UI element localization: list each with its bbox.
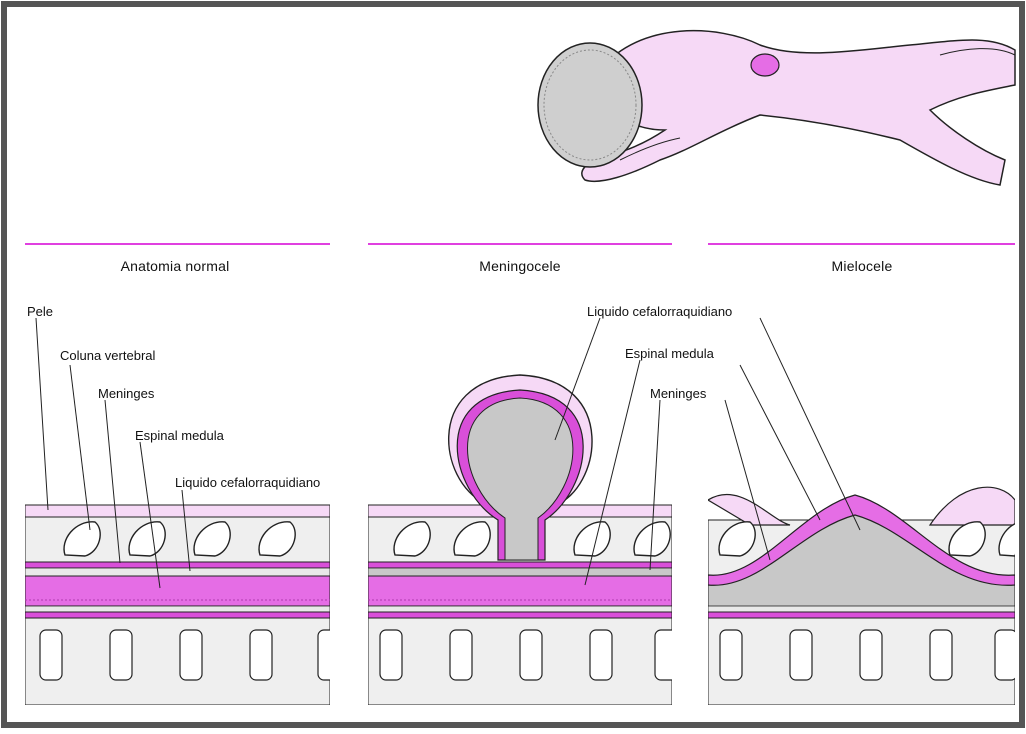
- panel-meningocele-cross-section: [368, 375, 677, 705]
- label-meninges-meningocele: Meninges: [650, 386, 706, 401]
- label-spine: Coluna vertebral: [60, 348, 155, 363]
- label-spinal-cord-meningocele: Espinal medula: [625, 346, 714, 361]
- label-csf: Liquido cefalorraquidiano: [175, 475, 320, 490]
- label-csf-meningocele: Liquido cefalorraquidiano: [587, 304, 732, 319]
- panel-title-meningocele: Meningocele: [370, 258, 670, 274]
- panel-title-mielocele: Mielocele: [712, 258, 1012, 274]
- label-spinal-cord: Espinal medula: [135, 428, 224, 443]
- panel-normal-cross-section: [25, 505, 340, 705]
- label-skin: Pele: [27, 304, 53, 319]
- panel-title-normal: Anatomia normal: [25, 258, 325, 274]
- panel-mielocele-cross-section: [708, 487, 1025, 705]
- label-meninges: Meninges: [98, 386, 154, 401]
- infant-illustration-icon: [538, 31, 1015, 185]
